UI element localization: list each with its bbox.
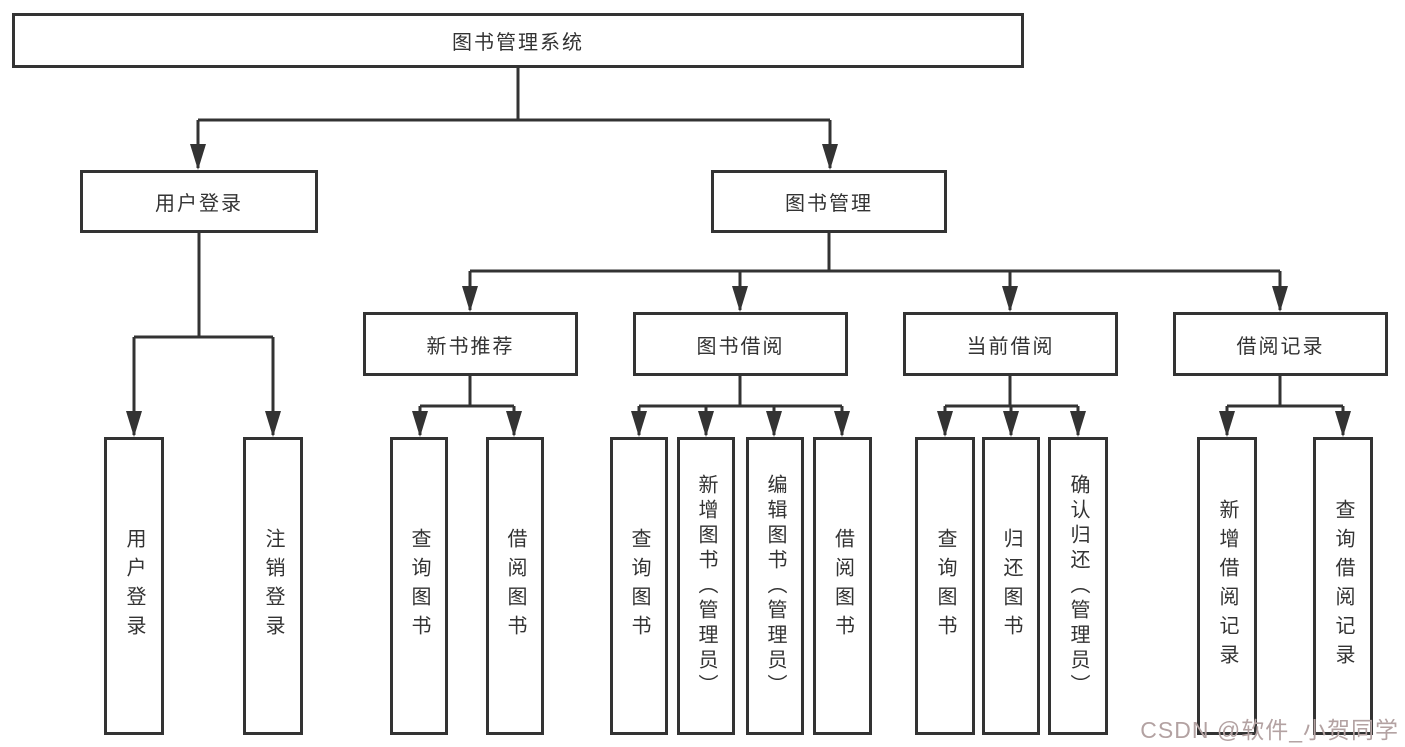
arrowhead <box>834 411 850 437</box>
node-book-management: 图书管理 <box>711 170 947 233</box>
leaf-query-books-2: 查询图书 <box>610 437 668 735</box>
arrowhead <box>1002 286 1018 312</box>
node-new-book-recommend: 新书推荐 <box>363 312 578 376</box>
leaf-borrow-books-1: 借阅图书 <box>486 437 544 735</box>
edge-book-mgmt-children <box>468 233 1282 310</box>
leaf-logout: 注销登录 <box>243 437 303 735</box>
arrowhead <box>698 411 714 437</box>
leaf-query-borrow-record: 查询借阅记录 <box>1313 437 1373 735</box>
node-root-library-system: 图书管理系统 <box>12 13 1024 68</box>
arrowhead <box>1003 411 1019 437</box>
leaf-edit-books-admin: 编辑图书（管理员） <box>746 437 804 735</box>
edge-borrow-children <box>637 376 844 435</box>
edge-new-book-children <box>418 376 516 435</box>
leaf-user-login: 用户登录 <box>104 437 164 735</box>
edge-user-login-children <box>132 233 275 435</box>
arrowhead <box>265 411 281 437</box>
edge-record-children <box>1225 376 1345 435</box>
node-borrowing-records: 借阅记录 <box>1173 312 1388 376</box>
csdn-watermark: CSDN @软件_小贺同学 <box>1140 717 1399 743</box>
arrowhead <box>462 286 478 312</box>
arrowhead <box>1335 411 1351 437</box>
leaf-query-books-1: 查询图书 <box>390 437 448 735</box>
arrowhead <box>190 144 206 170</box>
arrowhead <box>126 411 142 437</box>
leaf-borrow-books-2: 借阅图书 <box>813 437 872 735</box>
arrowhead <box>1070 411 1086 437</box>
node-user-login: 用户登录 <box>80 170 318 233</box>
arrowhead <box>766 411 782 437</box>
arrowheads <box>126 144 1351 437</box>
tree-edges <box>132 68 1345 435</box>
leaf-confirm-return-admin: 确认归还（管理员） <box>1048 437 1108 735</box>
leaf-add-books-admin: 新增图书（管理员） <box>677 437 735 735</box>
arrowhead <box>1219 411 1235 437</box>
leaf-add-borrow-record: 新增借阅记录 <box>1197 437 1257 735</box>
arrowhead <box>1272 286 1288 312</box>
arrowhead <box>822 144 838 170</box>
leaf-return-books: 归还图书 <box>982 437 1040 735</box>
arrowhead <box>631 411 647 437</box>
arrowhead <box>506 411 522 437</box>
arrowhead <box>732 286 748 312</box>
node-current-borrowing: 当前借阅 <box>903 312 1118 376</box>
arrowhead <box>937 411 953 437</box>
edge-root-to-level2 <box>196 68 832 168</box>
arrowhead <box>412 411 428 437</box>
leaf-query-books-3: 查询图书 <box>915 437 975 735</box>
node-book-borrowing: 图书借阅 <box>633 312 848 376</box>
